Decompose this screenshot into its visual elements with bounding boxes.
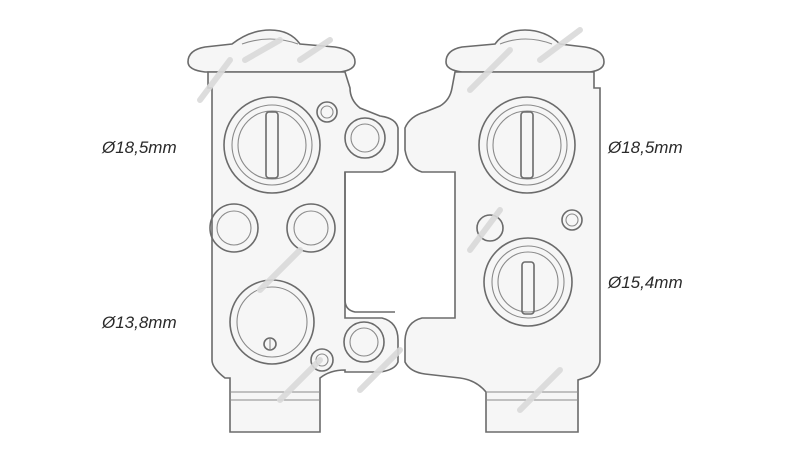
right-valve-block [404,29,605,433]
dimension-left-bottom: Ø13,8mm [102,313,177,332]
watermark [197,27,583,413]
dimension-right-top: Ø18,5mm [608,138,683,157]
left-valve-block [187,29,399,433]
dimension-left-top: Ø18,5mm [102,138,177,157]
dimension-right-bottom: Ø15,4mm [608,273,683,292]
